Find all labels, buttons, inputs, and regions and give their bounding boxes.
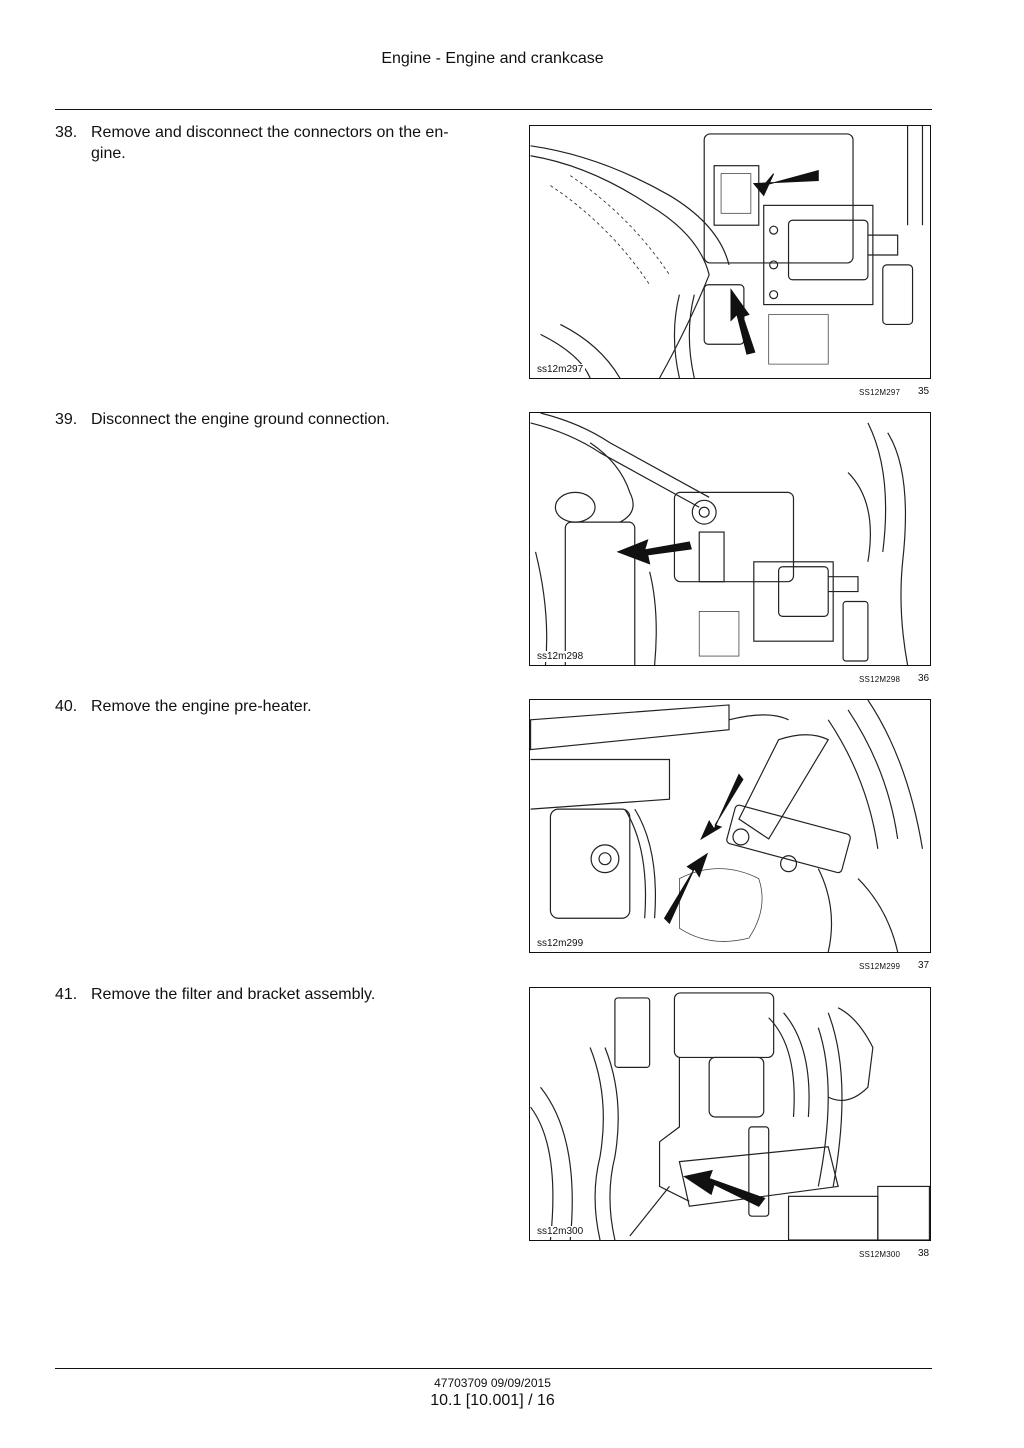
- figure-number: 35: [918, 386, 930, 397]
- step-text: Disconnect the engine ground connection.: [91, 411, 390, 428]
- footer-rule: [55, 1368, 932, 1369]
- arrow-preheater-top: [700, 773, 744, 841]
- figure-number: 38: [918, 1248, 930, 1259]
- footer-document-id: 47703709 09/09/2015: [434, 1376, 551, 1390]
- step-39: 39. Disconnect the engine ground connect…: [55, 409, 495, 430]
- figure-label: ss12m298: [535, 651, 586, 662]
- figure-reference: SS12M299: [859, 962, 901, 971]
- arrow-bracket-bolt: [683, 1169, 766, 1207]
- figure-ss12m298: ss12m298: [529, 412, 931, 666]
- figure-label: ss12m300: [535, 1226, 586, 1237]
- illustration-filter-bracket: [530, 992, 930, 1240]
- step-number: 40.: [55, 698, 78, 715]
- page-header-title: Engine - Engine and crankcase: [381, 50, 604, 67]
- footer-page-number: 10.1 [10.001] / 16: [430, 1392, 555, 1409]
- figure-reference: SS12M297: [859, 388, 901, 397]
- step-number: 38.: [55, 124, 78, 141]
- figure-number: 37: [918, 960, 930, 971]
- step-number: 39.: [55, 411, 78, 428]
- step-38: 38. Remove and disconnect the connectors…: [55, 122, 495, 164]
- figure-label: ss12m299: [535, 938, 586, 949]
- step-text: Remove the filter and bracket assembly.: [91, 986, 376, 1003]
- illustration-pre-heater: [530, 700, 924, 952]
- illustration-ground-connection: [530, 413, 909, 665]
- figure-label: ss12m297: [535, 364, 586, 375]
- header-rule: [55, 109, 932, 110]
- figure-reference: SS12M300: [859, 1250, 901, 1259]
- step-text: Remove and disconnect the connectors on …: [91, 124, 449, 162]
- illustration-connectors: [530, 126, 924, 378]
- step-41: 41. Remove the filter and bracket assemb…: [55, 984, 495, 1005]
- arrow-preheater-bottom: [663, 852, 709, 925]
- arrow-connector-top: [752, 169, 819, 197]
- arrow-connector-bottom: [730, 288, 756, 355]
- figure-ss12m297: ss12m297: [529, 125, 931, 379]
- step-number: 41.: [55, 986, 78, 1003]
- step-text: Remove the engine pre-heater.: [91, 698, 312, 715]
- figure-number: 36: [918, 673, 930, 684]
- figure-reference: SS12M298: [859, 675, 901, 684]
- figure-ss12m299: ss12m299: [529, 699, 931, 953]
- arrow-ground: [616, 539, 692, 565]
- figure-ss12m300: ss12m300: [529, 987, 931, 1241]
- step-40: 40. Remove the engine pre-heater.: [55, 696, 495, 717]
